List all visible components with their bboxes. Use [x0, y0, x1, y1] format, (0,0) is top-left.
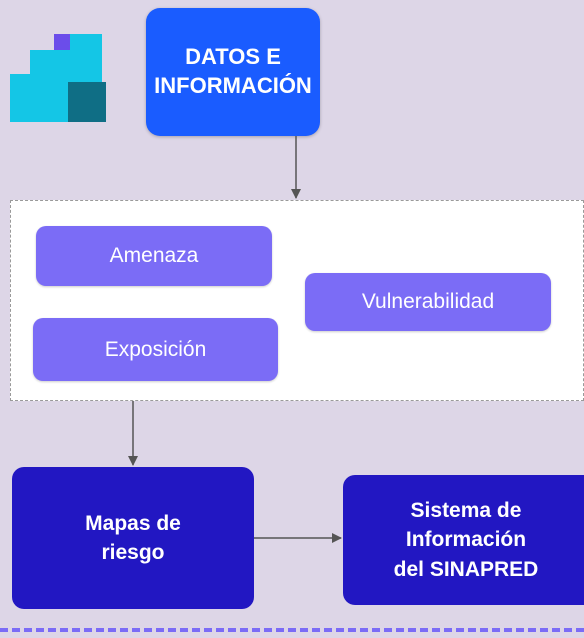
amenaza-label: Amenaza: [109, 244, 199, 267]
datos-informacion-box: DATOS E INFORMACIÓN: [146, 8, 320, 136]
datos-informacion-label: DATOS E INFORMACIÓN: [154, 44, 312, 98]
mapas-riesgo-label: Mapas de riesgo: [85, 511, 181, 564]
exposicion-box: Exposición: [33, 318, 278, 381]
sistema-informacion-box: Sistema de Información del SINAPRED: [343, 475, 584, 605]
vulnerabilidad-box: Vulnerabilidad: [305, 273, 551, 331]
sistema-informacion-label: Sistema de Información del SINAPRED: [393, 498, 539, 581]
vulnerabilidad-label: Vulnerabilidad: [361, 290, 495, 313]
bottom-dashed-line: [0, 628, 584, 632]
logo-icon: [10, 34, 106, 122]
mapas-riesgo-box: Mapas de riesgo: [12, 467, 254, 609]
exposicion-label: Exposición: [104, 337, 207, 361]
amenaza-box: Amenaza: [36, 226, 272, 286]
